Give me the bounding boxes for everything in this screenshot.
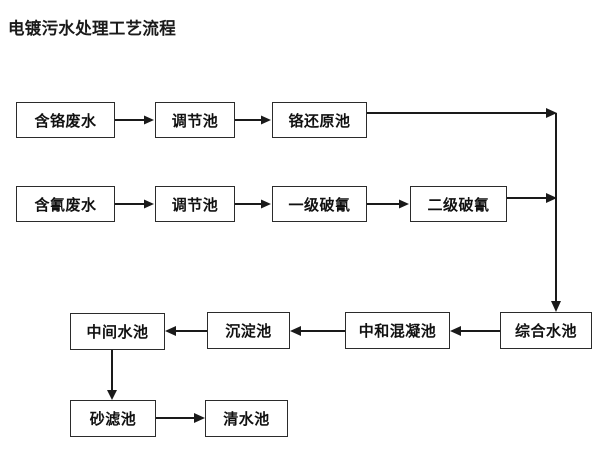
node-combined-tank[interactable]: 综合水池 [500,312,592,349]
arrowhead-sand-to-clean [194,413,205,423]
node-cyanide-break-2[interactable]: 二级破氰 [410,186,507,222]
node-chrome-wastewater[interactable]: 含铬废水 [16,102,115,138]
arrowhead-neutral-to-sediment [290,326,301,336]
arrowhead-reduction-to-bus [546,108,557,118]
node-neutral-coagulate[interactable]: 中和混凝池 [345,312,450,349]
arrowhead-bus-to-combined [551,301,561,312]
arrowhead-cyanide-to-adjust2 [144,199,154,209]
arrowhead-break2-to-bus [546,193,557,203]
node-sand-filter[interactable]: 砂滤池 [70,400,156,437]
node-intermediate-tank[interactable]: 中间水池 [70,313,165,350]
node-sedimentation[interactable]: 沉淀池 [207,312,290,349]
arrowhead-combined-to-neutral [450,326,461,336]
page-title: 电镀污水处理工艺流程 [8,19,176,38]
node-adjust-tank-2[interactable]: 调节池 [155,186,235,222]
arrowhead-break1-to-break2 [399,199,409,209]
arrowhead-sediment-to-intermediate [165,326,176,336]
arrowhead-adjust2-to-break1 [261,199,271,209]
arrowhead-intermediate-to-sand [107,390,117,400]
node-clean-water-tank[interactable]: 清水池 [205,400,288,437]
arrowhead-adjust1-to-reduction [261,115,271,125]
node-adjust-tank-1[interactable]: 调节池 [155,102,235,138]
node-cyanide-break-1[interactable]: 一级破氰 [272,186,367,222]
node-chrome-reduction[interactable]: 铬还原池 [272,102,367,138]
node-cyanide-wastewater[interactable]: 含氰废水 [16,186,115,222]
arrowhead-chrome-to-adjust1 [144,115,154,125]
